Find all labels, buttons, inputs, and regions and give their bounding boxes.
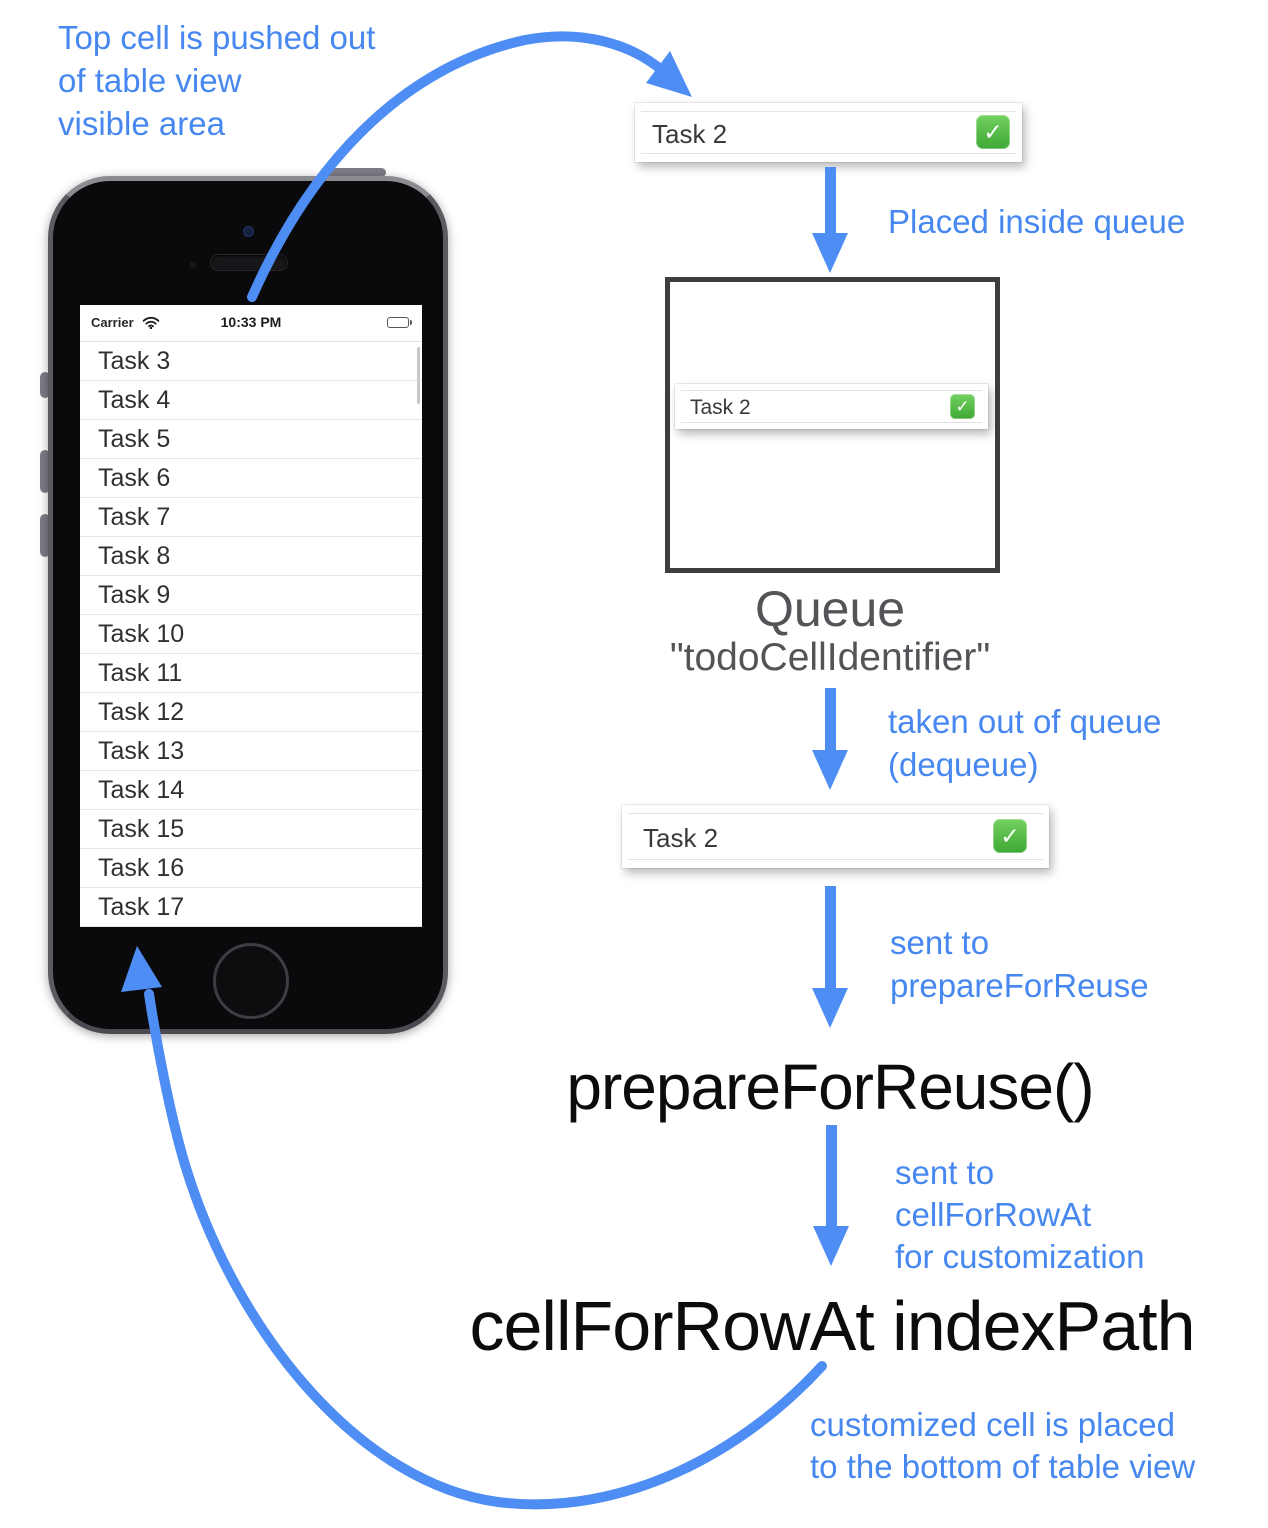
- table-row: Task 12: [80, 693, 422, 732]
- arrow-into-queue: [825, 167, 836, 234]
- task-label: Task 13: [98, 736, 185, 765]
- arrow-into-queue-head: [812, 233, 848, 273]
- cell-pushed-out: Task 2 ✓: [635, 103, 1022, 162]
- task-label: Task 9: [98, 580, 171, 609]
- phone-screen: Carrier 10:33 PM Task 3: [80, 305, 422, 927]
- table-row: Task 6: [80, 459, 422, 498]
- annotation-taken-out: taken out of queue (dequeue): [888, 700, 1161, 786]
- cell-title: Task 2: [652, 119, 728, 149]
- table-row: Task 17: [80, 888, 422, 927]
- checkmark-icon: ✓: [976, 115, 1010, 149]
- iphone-frame: Carrier 10:33 PM Task 3: [48, 176, 448, 1034]
- cell-in-queue: Task 2 ✓: [675, 384, 988, 429]
- mute-switch: [40, 372, 50, 398]
- annotation-line: (dequeue): [888, 746, 1039, 783]
- queue-title: Queue: [754, 581, 906, 637]
- clock-label: 10:33 PM: [220, 314, 282, 330]
- table-row: Task 10: [80, 615, 422, 654]
- status-bar: Carrier 10:33 PM: [80, 305, 422, 342]
- task-label: Task 7: [98, 502, 171, 531]
- task-label: Task 4: [98, 385, 171, 414]
- annotation-line: to the bottom of table view: [810, 1448, 1196, 1485]
- table-row: Task 4: [80, 381, 422, 420]
- table-row: Task 9: [80, 576, 422, 615]
- task-label: Task 17: [98, 892, 185, 921]
- annotation-line: cellForRowAt: [895, 1196, 1092, 1233]
- task-label: Task 5: [98, 424, 171, 453]
- task-label: Task 8: [98, 541, 171, 570]
- table-row: Task 3: [80, 342, 422, 381]
- task-label: Task 6: [98, 463, 171, 492]
- arrow-to-cellforrowat-head: [813, 1226, 849, 1266]
- task-label: Task 16: [98, 853, 185, 882]
- annotation-line: prepareForReuse: [890, 967, 1149, 1004]
- table-view: Task 3 Task 4 Task 5 Task 6 Task 7 Task …: [80, 342, 422, 927]
- front-camera-icon: [243, 226, 254, 237]
- cell-dequeued: Task 2 ✓: [622, 805, 1049, 868]
- method-prepareforreuse: prepareForReuse(): [566, 1051, 1094, 1123]
- annotation-pushed-out: Top cell is pushed out of table view visib…: [58, 16, 375, 145]
- task-label: Task 15: [98, 814, 185, 843]
- arrow-to-cellforrowat: [826, 1125, 837, 1227]
- annotation-line: of table view: [58, 62, 242, 99]
- scrollbar: [417, 347, 420, 404]
- arrow-to-prepareforreuse-head: [812, 988, 848, 1028]
- table-row: Task 8: [80, 537, 422, 576]
- annotation-line: taken out of queue: [888, 703, 1162, 740]
- arrow-to-prepareforreuse: [825, 886, 836, 989]
- task-label: Task 3: [98, 346, 171, 375]
- annotation-customized-cell: customized cell is placed to the bottom o…: [810, 1404, 1195, 1488]
- carrier-label: Carrier: [91, 315, 134, 330]
- annotation-sent-to-cellforrowat: sent to cellForRowAt for customization: [895, 1152, 1144, 1278]
- battery-icon: [387, 317, 412, 328]
- table-row: Task 16: [80, 849, 422, 888]
- volume-up-button: [40, 450, 50, 493]
- table-row: Task 7: [80, 498, 422, 537]
- arrow-dequeue-head: [812, 750, 848, 790]
- table-row: Task 14: [80, 771, 422, 810]
- annotation-placed-inside-queue: Placed inside queue: [888, 203, 1186, 240]
- method-cellforrowat: cellForRowAt indexPath: [469, 1287, 1196, 1365]
- annotation-line: customized cell is placed: [810, 1406, 1175, 1443]
- arrow-dequeue: [825, 688, 836, 751]
- annotation-sent-to-prepare: sent to prepareForReuse: [890, 921, 1149, 1007]
- annotation-line: sent to: [890, 924, 990, 961]
- home-button: [213, 943, 289, 1019]
- queue-identifier: "todoCellIdentifier": [669, 636, 991, 679]
- task-rows: Task 3 Task 4 Task 5 Task 6 Task 7 Task …: [80, 342, 422, 927]
- annotation-line: sent to: [895, 1154, 995, 1191]
- task-label: Task 14: [98, 775, 185, 804]
- arrow-cell-pushed-head: [646, 51, 692, 97]
- table-row: Task 5: [80, 420, 422, 459]
- earpiece-speaker: [211, 255, 287, 270]
- task-label: Task 12: [98, 697, 185, 726]
- volume-down-button: [40, 514, 50, 557]
- cell-title: Task 2: [643, 823, 719, 853]
- checkmark-icon: ✓: [950, 394, 975, 419]
- annotation-line: for customization: [895, 1238, 1145, 1275]
- table-row: Task 11: [80, 654, 422, 693]
- proximity-sensor-icon: [189, 261, 196, 268]
- checkmark-icon: ✓: [993, 819, 1027, 853]
- wifi-icon: [142, 316, 160, 332]
- annotation-line: visible area: [58, 105, 225, 142]
- annotation-line: Top cell is pushed out: [58, 19, 376, 56]
- task-label: Task 11: [98, 658, 183, 687]
- cell-title: Task 2: [690, 396, 751, 419]
- table-row: Task 15: [80, 810, 422, 849]
- table-row: Task 13: [80, 732, 422, 771]
- task-label: Task 10: [98, 619, 185, 648]
